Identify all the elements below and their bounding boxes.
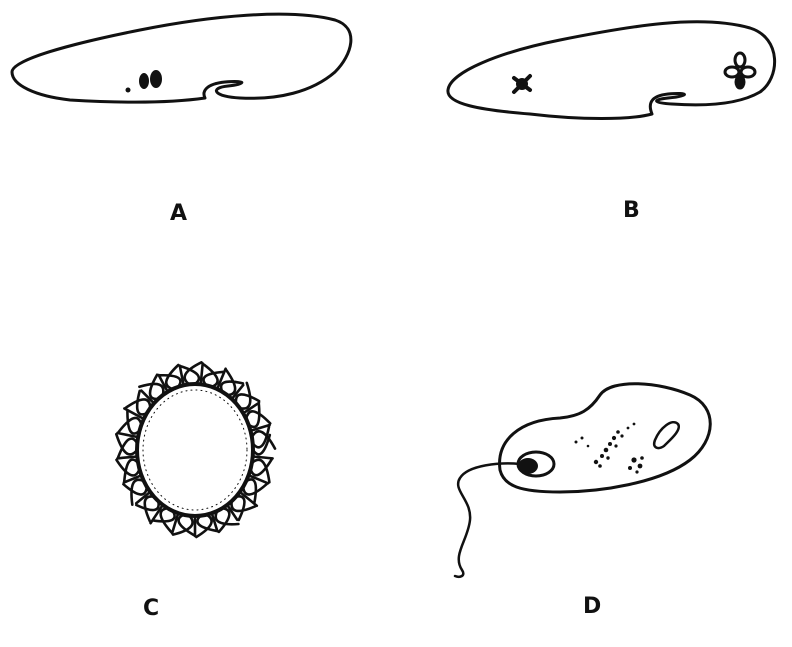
panel-label-a: A: [170, 203, 187, 225]
granule-a: [126, 88, 131, 93]
cell-c: [116, 362, 275, 537]
cell-c-bristle: [123, 484, 146, 494]
nucleus-a-1: [139, 73, 149, 89]
cell-b: [448, 22, 775, 119]
cell-c-inner-stipple: [143, 390, 247, 510]
panel-label-d: D: [583, 596, 601, 618]
flagellum: [455, 463, 520, 576]
nucleus-d: [518, 458, 538, 474]
mitotic-figure-b-right: [725, 53, 755, 88]
cell-c-bristle: [136, 501, 158, 510]
cell-c-bristle: [253, 457, 273, 459]
cell-c-bristle: [236, 394, 259, 403]
panel-label-b: B: [623, 200, 640, 222]
cell-d: [455, 384, 710, 577]
cell-a: [12, 14, 351, 102]
granules-d: [575, 423, 644, 474]
cell-a-outline: [12, 14, 351, 102]
nucleus-a-2: [150, 70, 162, 88]
mitotic-figure-b-left: [514, 76, 530, 92]
vacuole-d: [654, 422, 679, 448]
cell-c-bristle: [150, 375, 158, 399]
cell-c-bristle: [117, 457, 137, 459]
panel-label-c: C: [143, 598, 159, 620]
cell-c-bristle: [236, 496, 244, 520]
